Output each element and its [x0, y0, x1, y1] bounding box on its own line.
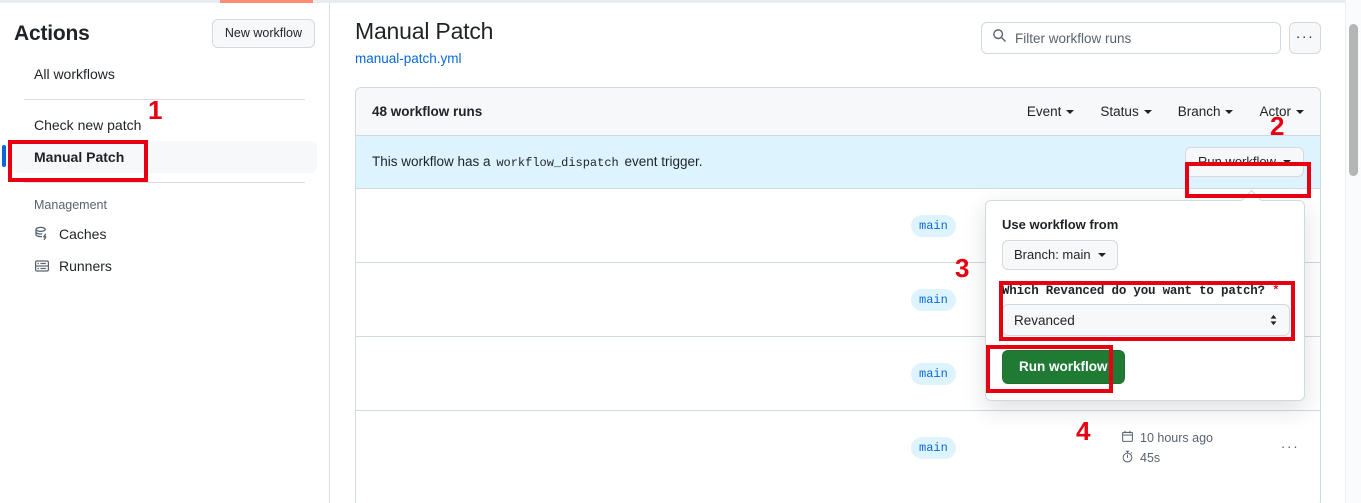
page-loading-bar [220, 0, 313, 3]
table-row[interactable]: main 10 hours ago [356, 411, 1320, 485]
filter-event[interactable]: Event [1027, 104, 1075, 119]
sidebar-item-caches[interactable]: Caches [12, 218, 317, 250]
dispatch-prefix: This workflow has a [372, 154, 491, 169]
runners-icon [34, 258, 50, 274]
use-workflow-from-label: Use workflow from [1002, 217, 1119, 232]
table-row[interactable]: main [356, 189, 1320, 263]
dispatch-event-code: workflow_dispatch [496, 156, 619, 170]
search-icon [992, 28, 1007, 48]
chevron-down-icon [1296, 109, 1304, 114]
run-timestamp: 10 hours ago [1121, 430, 1276, 446]
run-timestamp-text: 10 hours ago [1140, 431, 1213, 445]
filter-branch[interactable]: Branch [1178, 104, 1234, 119]
workflow-input-label: Which Revanced do you want to patch? * [1002, 284, 1288, 298]
sidebar-item-runners[interactable]: Runners [12, 250, 317, 282]
page-title-actions: Actions [14, 21, 90, 45]
run-workflow-popover: Use workflow from Branch: main Which Rev… [985, 200, 1305, 401]
filter-branch-label: Branch [1177, 104, 1221, 119]
filter-workflow-runs-box[interactable] [981, 22, 1281, 54]
filter-actor[interactable]: Actor [1259, 104, 1304, 119]
branch-select-button[interactable]: Branch: main [1002, 240, 1118, 270]
chevron-down-icon [1283, 160, 1291, 164]
run-branch-cell: main [911, 362, 1111, 385]
main-header: Manual Patch manual-patch.yml ··· [331, 3, 1345, 69]
sidebar-item-label: Manual Patch [34, 149, 125, 165]
revanced-select-value: Revanced [1014, 312, 1075, 328]
run-workflow-submit-button[interactable]: Run workflow [1002, 350, 1125, 384]
branch-badge[interactable]: main [911, 437, 956, 459]
run-workflow-dropdown-button[interactable]: Run workflow [1184, 147, 1304, 177]
calendar-icon [1121, 430, 1134, 446]
page-loading-track [0, 0, 1345, 3]
workflow-title: Manual Patch [355, 18, 494, 44]
run-duration-text: 45s [1140, 451, 1161, 465]
table-row[interactable]: main [356, 263, 1320, 337]
filter-status-label: Status [1100, 104, 1139, 119]
sidebar-section-management: Management [34, 198, 107, 212]
required-marker: * [1272, 284, 1280, 298]
dispatch-notice-text: This workflow has a workflow_dispatch ev… [372, 154, 703, 170]
filter-event-label: Event [1026, 104, 1062, 119]
branch-badge[interactable]: main [911, 288, 956, 311]
chevron-down-icon [1097, 253, 1106, 257]
run-meta: 10 hours ago 45s [1111, 430, 1276, 466]
revanced-select[interactable]: Revanced [1002, 304, 1290, 336]
workflow-runs-filters: Event Status Branch Actor [1027, 104, 1304, 119]
run-branch-cell: main [911, 288, 1111, 311]
sidebar-item-all-workflows[interactable]: All workflows [12, 58, 317, 90]
workflow-runs-header: 48 workflow runs Event Status Branch [356, 88, 1320, 136]
workflow-dispatch-notice: This workflow has a workflow_dispatch ev… [356, 136, 1320, 189]
sidebar-item-check-new-patch[interactable]: Check new patch [12, 109, 317, 141]
chevron-down-icon [1066, 109, 1075, 114]
new-workflow-button[interactable]: New workflow [211, 19, 315, 48]
sidebar-item-label: Runners [59, 258, 112, 274]
sidebar-item-label: All workflows [34, 66, 115, 82]
workflow-input-label-text: Which Revanced do you want to patch? [1002, 284, 1265, 298]
page-scrollbar-thumb[interactable] [1349, 24, 1358, 176]
filter-actor-label: Actor [1259, 104, 1291, 119]
sidebar-divider-1 [24, 99, 305, 100]
sidebar-divider-2 [24, 182, 305, 183]
sidebar-nav: All workflows Check new patch Manual Pat… [0, 58, 329, 282]
sidebar-item-label: Check new patch [34, 117, 142, 133]
branch-select-label: Branch: main [1014, 247, 1091, 262]
more-options-button[interactable]: ··· [1289, 22, 1321, 54]
dispatch-suffix: event trigger. [624, 154, 703, 169]
workflow-runs-count: 48 workflow runs [372, 104, 483, 119]
run-branch-cell: main [911, 214, 1111, 237]
select-updown-icon [1268, 313, 1279, 327]
sidebar: Actions New workflow All workflows Check… [0, 3, 330, 503]
sidebar-item-label: Caches [59, 226, 107, 242]
sidebar-item-manual-patch[interactable]: Manual Patch [2, 141, 317, 173]
filter-status[interactable]: Status [1100, 104, 1152, 119]
sidebar-header: Actions New workflow [0, 3, 329, 58]
workflow-file-link[interactable]: manual-patch.yml [355, 51, 462, 66]
branch-badge[interactable]: main [911, 362, 956, 385]
workflow-heading-group: Manual Patch manual-patch.yml [355, 15, 493, 69]
run-branch-cell: main [911, 437, 1111, 459]
run-workflow-dropdown-label: Run workflow [1197, 154, 1276, 169]
stopwatch-icon [1121, 450, 1134, 466]
search-input[interactable] [1015, 30, 1270, 46]
chevron-down-icon [1143, 109, 1152, 114]
row-more-button[interactable]: ··· [1280, 438, 1300, 454]
header-actions: ··· [981, 15, 1321, 54]
branch-badge[interactable]: main [911, 214, 956, 237]
run-duration: 45s [1121, 450, 1276, 466]
chevron-down-icon [1225, 109, 1234, 114]
cache-icon [34, 226, 50, 242]
